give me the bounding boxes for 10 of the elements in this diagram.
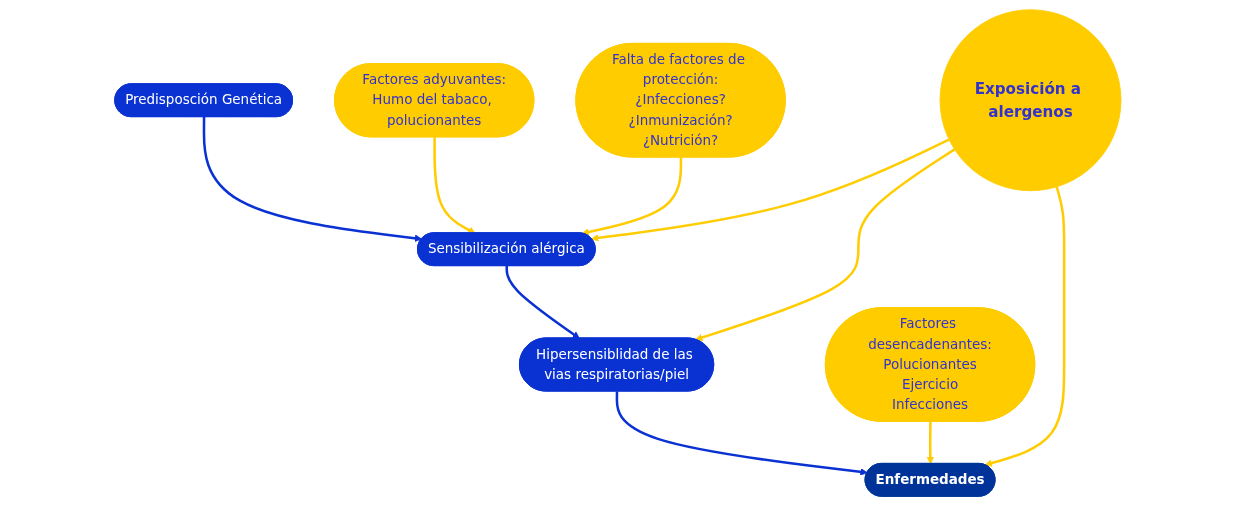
arrow (581, 157, 682, 236)
arrow (984, 186, 1066, 467)
arrow (694, 148, 955, 342)
arrow (926, 421, 934, 465)
arrow (505, 266, 580, 339)
node-circle: Exposición a alergenos (939, 9, 1122, 192)
arrow (590, 138, 950, 242)
arrow (202, 117, 422, 242)
arrow (432, 137, 476, 234)
arrow (615, 391, 868, 476)
